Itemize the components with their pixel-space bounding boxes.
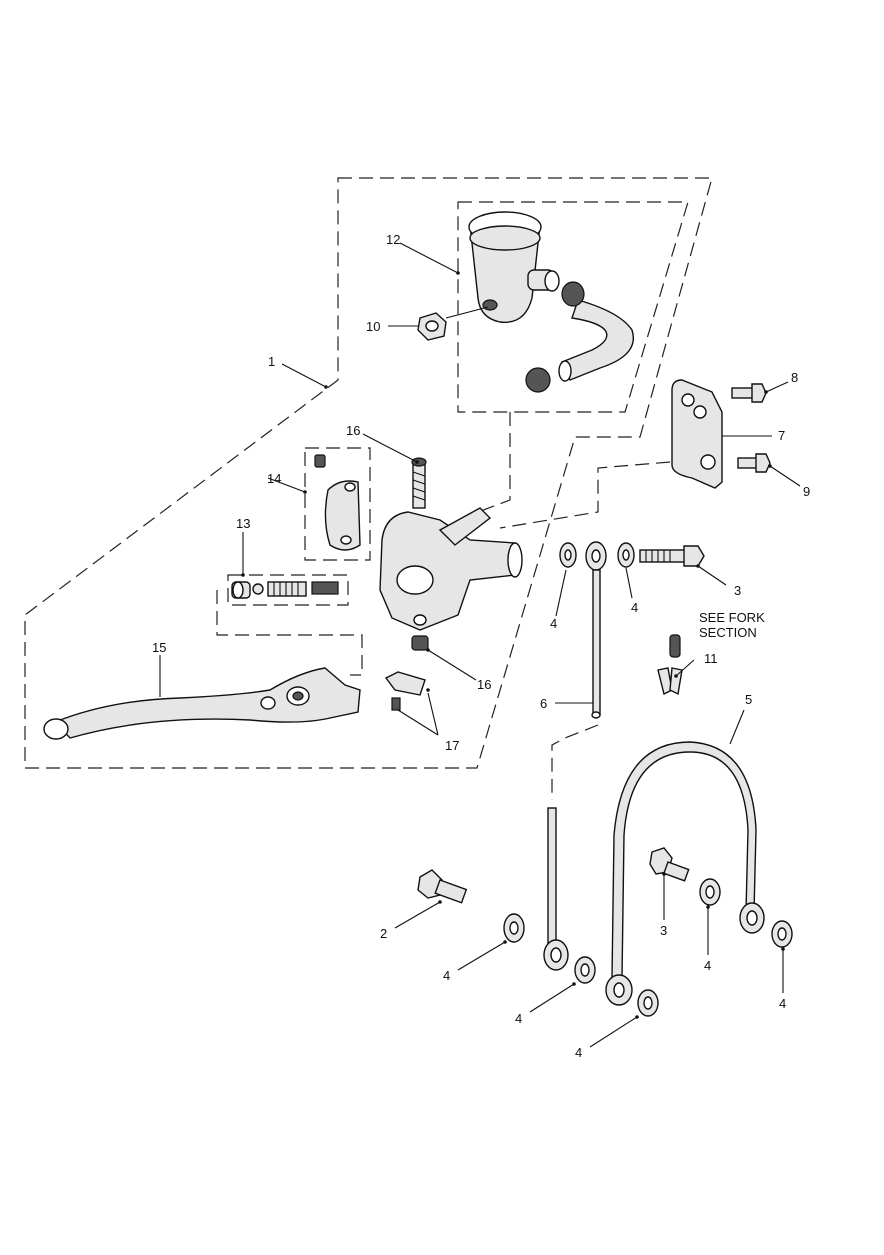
callout-16-upper: 16 (346, 423, 360, 438)
callout-4-lower-c: 4 (575, 1045, 582, 1060)
callout-6: 6 (540, 696, 547, 711)
brake-light-switch (384, 671, 426, 711)
fork-section-note-line2: SECTION (699, 625, 757, 640)
reservoir-nut (417, 312, 447, 341)
callout-8: 8 (791, 370, 798, 385)
lever-pivot-dashed-link (216, 590, 363, 676)
brake-lever (43, 667, 361, 740)
banjo-bolt-2 (417, 869, 468, 904)
assembly-1-dashed-outline (24, 177, 713, 769)
callout-13: 13 (236, 516, 250, 531)
callout-5: 5 (745, 692, 752, 707)
callout-4-lower-a: 4 (443, 968, 450, 983)
body-screw-upper (411, 457, 427, 509)
washer-lower-c (637, 989, 659, 1017)
washer-lower-d (699, 878, 721, 906)
banjo-bolt-upper (639, 545, 705, 567)
bracket-dashed-link (499, 461, 671, 529)
fluid-reservoir (468, 211, 560, 323)
banjo-fitting-lower-c (739, 902, 765, 934)
brake-pipe-5 (611, 741, 757, 979)
reservoir-group-dashed-outline (457, 201, 689, 413)
callout-4-upper-right: 4 (631, 600, 638, 615)
callout-2: 2 (380, 926, 387, 941)
banjo-fitting-upper (585, 541, 607, 571)
clamp-group-dashed-outline (304, 447, 371, 561)
pipe-6-end (591, 711, 601, 719)
callout-3-lower: 3 (660, 923, 667, 938)
pipe-dashed-link (551, 724, 599, 800)
callout-9: 9 (803, 484, 810, 499)
mounting-bracket (671, 379, 723, 489)
body-nut-lower (411, 635, 429, 651)
bracket-bolt-lower (737, 453, 771, 473)
bracket-bolt-upper (731, 383, 767, 403)
banjo-fitting-lower-b (605, 974, 633, 1006)
handlebar-clamp (314, 454, 361, 551)
washer-lower-a (503, 913, 525, 943)
callout-10: 10 (366, 319, 380, 334)
washer-upper-left (559, 542, 577, 568)
washer-upper-right (617, 542, 635, 568)
callout-11: 11 (704, 651, 718, 666)
brake-pipe-lower (547, 807, 557, 944)
piston-plunger-set (231, 581, 339, 599)
callout-4-lower-e: 4 (779, 996, 786, 1011)
callout-1: 1 (268, 354, 275, 369)
hose-body-dashed-link (477, 412, 511, 513)
leader-dots (241, 271, 785, 1019)
hose-end (558, 360, 572, 382)
callout-15: 15 (152, 640, 166, 655)
callout-4-upper-left: 4 (550, 616, 557, 631)
washer-lower-e (771, 920, 793, 948)
hose-clip-lower (525, 367, 551, 393)
banjo-fitting-lower-a (543, 939, 569, 971)
callout-16-lower: 16 (477, 677, 491, 692)
leader-lines (159, 242, 801, 1048)
plunger-group-dashed-outline (227, 574, 349, 606)
callout-17: 17 (445, 738, 459, 753)
washer-lower-b (574, 956, 596, 984)
callout-12: 12 (386, 232, 400, 247)
master-cylinder-body (379, 507, 523, 631)
callout-7: 7 (778, 428, 785, 443)
callout-3-upper: 3 (734, 583, 741, 598)
callout-14: 14 (267, 471, 281, 486)
hose-clip-upper (561, 281, 585, 307)
callout-4-lower-b: 4 (515, 1011, 522, 1026)
callout-4-lower-d: 4 (704, 958, 711, 973)
banjo-bolt-3-lower (649, 847, 690, 882)
brake-pipe-6 (592, 569, 601, 716)
reservoir-hose (561, 299, 634, 381)
fork-clip (657, 634, 683, 696)
fork-section-note-line1: SEE FORK (699, 610, 765, 625)
